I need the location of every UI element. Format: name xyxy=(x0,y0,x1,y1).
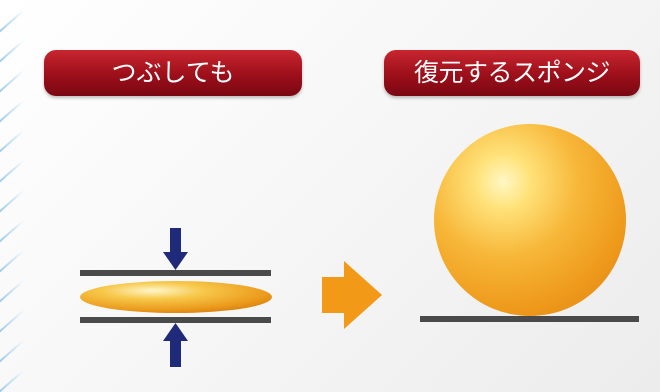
arrow-down-icon xyxy=(163,228,188,270)
label-compressed: つぶしても xyxy=(44,50,302,96)
floor-line xyxy=(420,316,639,322)
label-restores: 復元するスポンジ xyxy=(384,50,640,96)
restored-sponge-sphere xyxy=(434,124,626,316)
arrow-right-icon xyxy=(322,261,382,329)
bottom-press-plate xyxy=(80,317,271,323)
top-press-plate xyxy=(80,270,271,276)
arrow-up-icon xyxy=(163,323,188,367)
flattened-sponge xyxy=(80,281,272,313)
decorative-stripes xyxy=(0,9,24,392)
